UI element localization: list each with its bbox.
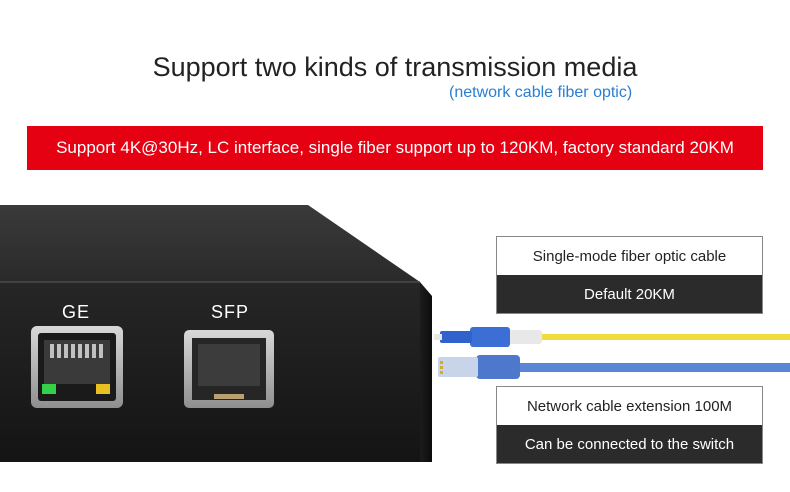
network-callout-title: Network cable extension 100M [497, 387, 762, 425]
converter-device-illustration [0, 205, 432, 462]
fiber-callout-detail: Default 20KM [497, 275, 762, 313]
feature-banner-text: Support 4K@30Hz, LC interface, single fi… [56, 138, 734, 157]
port-label-sfp: SFP [211, 302, 250, 322]
feature-banner: Support 4K@30Hz, LC interface, single fi… [27, 126, 763, 170]
sfp-port-icon [184, 330, 274, 408]
network-cable-icon [438, 355, 790, 379]
port-label-ge: GE [62, 302, 91, 322]
cable-illustration [434, 327, 790, 379]
rj45-port-icon [31, 326, 123, 408]
page-title: Support two kinds of transmission media [152, 52, 638, 82]
fiber-callout: Single-mode fiber optic cable Default 20… [496, 236, 763, 314]
network-callout: Network cable extension 100M Can be conn… [496, 386, 763, 464]
network-callout-detail: Can be connected to the switch [497, 425, 762, 463]
fiber-cable-icon [434, 327, 790, 347]
fiber-callout-title: Single-mode fiber optic cable [497, 237, 762, 275]
page-subtitle: (network cable fiber optic) [449, 84, 633, 101]
